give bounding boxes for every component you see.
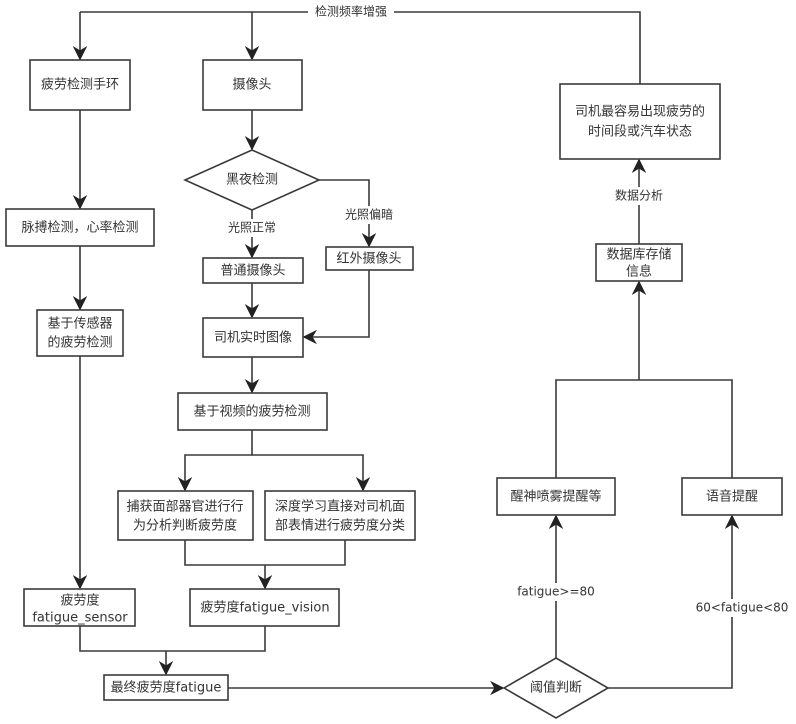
node-threshold-decision[interactable]: 阈值判断 (502, 657, 610, 719)
node-database-text-2: 信息 (626, 264, 652, 280)
node-night-check-decision[interactable]: 黑夜检测 (183, 149, 321, 211)
node-fatigue-sensor-text-2: fatigue_sensor (32, 611, 128, 626)
nodes: 疲劳检测手环 摄像头 黑夜检测 脉搏检测，心率检测 普通摄像头 红外摄像头 基于… (5, 59, 783, 719)
label-frequency-increase: 检测频率增强 (315, 4, 387, 19)
edge-labels: 检测频率增强 光照正常 光照偏暗 数据分析 fatigue>=80 60<fat… (222, 3, 790, 617)
node-fatigue-vision[interactable]: 疲劳度fatigue_vision (189, 588, 340, 627)
node-facial-organs-text-2: 为分析判断疲劳度 (133, 518, 237, 534)
edge-feedback-top (80, 11, 641, 84)
node-fatigue-vision-text: 疲劳度fatigue_vision (200, 600, 329, 616)
edge-alerts-merge (555, 379, 733, 478)
node-sensor-detect[interactable]: 基于传感器 的疲劳检测 (36, 309, 124, 357)
node-night-check-text: 黑夜检测 (226, 173, 278, 188)
node-fatigue-sensor[interactable]: 疲劳度 fatigue_sensor (23, 588, 136, 627)
node-camera-text: 摄像头 (232, 78, 271, 93)
node-deep-learning-text-1: 深度学习直接对司机面 (275, 499, 405, 515)
node-normal-camera[interactable]: 普通摄像头 (202, 257, 304, 284)
node-video-detect[interactable]: 基于视频的疲劳检测 (177, 392, 328, 431)
label-light-dark: 光照偏暗 (345, 207, 393, 222)
node-fatigue-period-text-2: 时间段或汽车状态 (588, 124, 692, 140)
edge-methods-merge (184, 540, 346, 566)
edge-video-facial (177, 430, 253, 492)
node-driver-image-text: 司机实时图像 (214, 331, 292, 346)
node-sensor-detect-text-2: 的疲劳检测 (47, 335, 112, 351)
node-wristband-text: 疲劳检测手环 (41, 77, 119, 93)
label-fatigue-high: fatigue>=80 (517, 585, 595, 599)
node-normal-camera-text: 普通摄像头 (220, 264, 285, 279)
edge-fatigue-merge (79, 626, 266, 652)
edge-video-deep (252, 454, 371, 492)
label-fatigue-mid: 60<fatigue<80 (696, 601, 789, 615)
node-deep-learning-text-2: 部表情进行疲劳度分类 (275, 518, 405, 534)
node-database[interactable]: 数据库存储 信息 (595, 243, 683, 282)
label-data-analysis: 数据分析 (615, 188, 663, 203)
node-video-detect-text: 基于视频的疲劳检测 (193, 404, 310, 420)
node-voice-alert-text: 语音提醒 (706, 489, 758, 505)
node-spray-alert[interactable]: 醒神喷雾提醒等 (496, 477, 616, 516)
node-threshold-text: 阈值判断 (530, 680, 582, 696)
node-database-text-1: 数据库存储 (606, 247, 671, 263)
node-sensor-detect-text-1: 基于传感器 (47, 316, 112, 332)
edge-threshold-voice (608, 514, 740, 689)
node-final-fatigue[interactable]: 最终疲劳度fatigue (103, 674, 229, 701)
edges (72, 11, 740, 696)
node-spray-alert-text: 醒神喷雾提醒等 (510, 489, 601, 505)
node-final-fatigue-text: 最终疲劳度fatigue (111, 680, 222, 696)
node-ir-camera[interactable]: 红外摄像头 (325, 246, 414, 271)
node-wristband[interactable]: 疲劳检测手环 (29, 59, 131, 111)
node-voice-alert[interactable]: 语音提醒 (681, 477, 783, 516)
node-facial-organs[interactable]: 捕获面部器官进行行 为分析判断疲劳度 (117, 490, 254, 541)
node-pulse[interactable]: 脉搏检测，心率检测 (5, 208, 155, 247)
node-camera[interactable]: 摄像头 (202, 59, 303, 111)
node-fatigue-sensor-text-1: 疲劳度 (60, 593, 99, 609)
edge-ir-image (302, 270, 370, 345)
node-facial-organs-text-1: 捕获面部器官进行行 (126, 499, 243, 515)
node-fatigue-period[interactable]: 司机最容易出现疲劳的 时间段或汽车状态 (559, 83, 721, 160)
label-light-normal: 光照正常 (228, 221, 276, 235)
node-driver-image[interactable]: 司机实时图像 (202, 317, 304, 358)
node-ir-camera-text: 红外摄像头 (336, 251, 401, 267)
node-fatigue-period-text-1: 司机最容易出现疲劳的 (575, 104, 705, 120)
node-pulse-text: 脉搏检测，心率检测 (21, 220, 138, 236)
node-deep-learning[interactable]: 深度学习直接对司机面 部表情进行疲劳度分类 (264, 490, 416, 541)
